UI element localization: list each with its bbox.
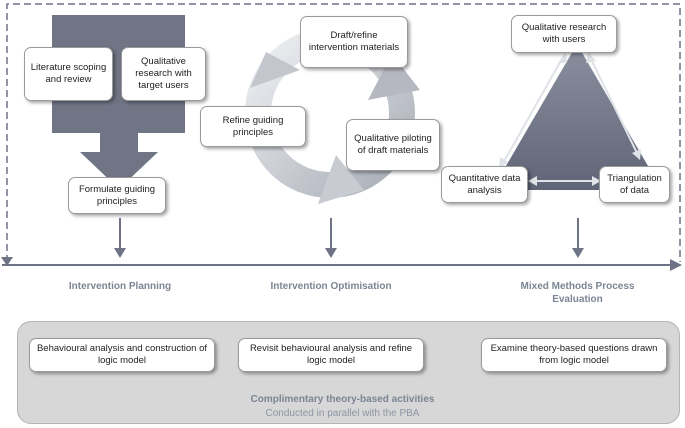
cycle-arrowhead-left — [250, 52, 300, 88]
box-refine-guiding-principles: Refine guiding principles — [200, 106, 306, 147]
text-piloting: Qualitative piloting of draft materials — [354, 133, 432, 156]
down-arrow-optimisation — [325, 218, 337, 258]
dashed-frame — [6, 3, 681, 262]
text-behavioural: Behavioural analysis and construction of… — [36, 343, 208, 366]
evaluation-triangle — [492, 44, 662, 190]
down-arrow-planning — [114, 218, 126, 258]
label-intervention-planning: Intervention Planning — [68, 281, 172, 292]
timeline-left-arrowhead — [1, 257, 13, 266]
box-qualitative-piloting: Qualitative piloting of draft materials — [346, 119, 440, 171]
text-quantitative: Quantitative data analysis — [448, 172, 521, 196]
box-examine-questions: Examine theory-based questions drawn fro… — [481, 338, 667, 372]
tri-arrow-left — [501, 56, 564, 166]
cycle-arrowhead-right — [318, 155, 364, 204]
box-draft-refine-materials: Draft/refine intervention materials — [300, 16, 408, 68]
text-draft: Draft/refine intervention materials — [308, 30, 400, 53]
text-revisit: Revisit behavioural analysis and refine … — [249, 343, 413, 366]
box-literature-scoping: Literature scoping and review — [24, 47, 113, 101]
text-examine: Examine theory-based questions drawn fro… — [490, 343, 658, 366]
box-quantitative-analysis: Quantitative data analysis — [441, 166, 528, 203]
box-triangulation: Triangulation of data — [599, 166, 670, 203]
cycle-arrowhead-top — [368, 54, 420, 100]
box-behavioural-analysis: Behavioural analysis and construction of… — [29, 338, 215, 372]
down-arrow-evaluation — [572, 218, 584, 258]
text-qualitative-target: Qualitative research with target users — [135, 56, 192, 91]
label-intervention-optimisation: Intervention Optimisation — [270, 281, 392, 292]
box-revisit-behavioural: Revisit behavioural analysis and refine … — [238, 338, 424, 372]
planning-down-arrow — [80, 133, 158, 189]
timeline-arrowhead — [670, 259, 682, 271]
text-triangulation: Triangulation of data — [607, 172, 662, 196]
box-formulate-guiding-principles: Formulate guiding principles — [68, 177, 166, 214]
text-qualitative-users: Qualitative research with users — [521, 22, 607, 45]
box-qualitative-target-users: Qualitative research with target users — [121, 47, 206, 101]
box-qualitative-users: Qualitative research with users — [511, 15, 617, 53]
text-refine: Refine guiding principles — [222, 114, 284, 138]
text-formulate: Formulate guiding principles — [78, 183, 156, 207]
text-literature: Literature scoping and review — [30, 62, 107, 85]
panel-subtitle: Conducted in parallel with the PBA — [265, 408, 420, 419]
panel-title: Complimentary theory-based activities — [250, 394, 435, 405]
tri-arrow-right — [589, 56, 639, 156]
label-mixed-methods-evaluation: Mixed Methods Process Evaluation — [520, 281, 635, 305]
